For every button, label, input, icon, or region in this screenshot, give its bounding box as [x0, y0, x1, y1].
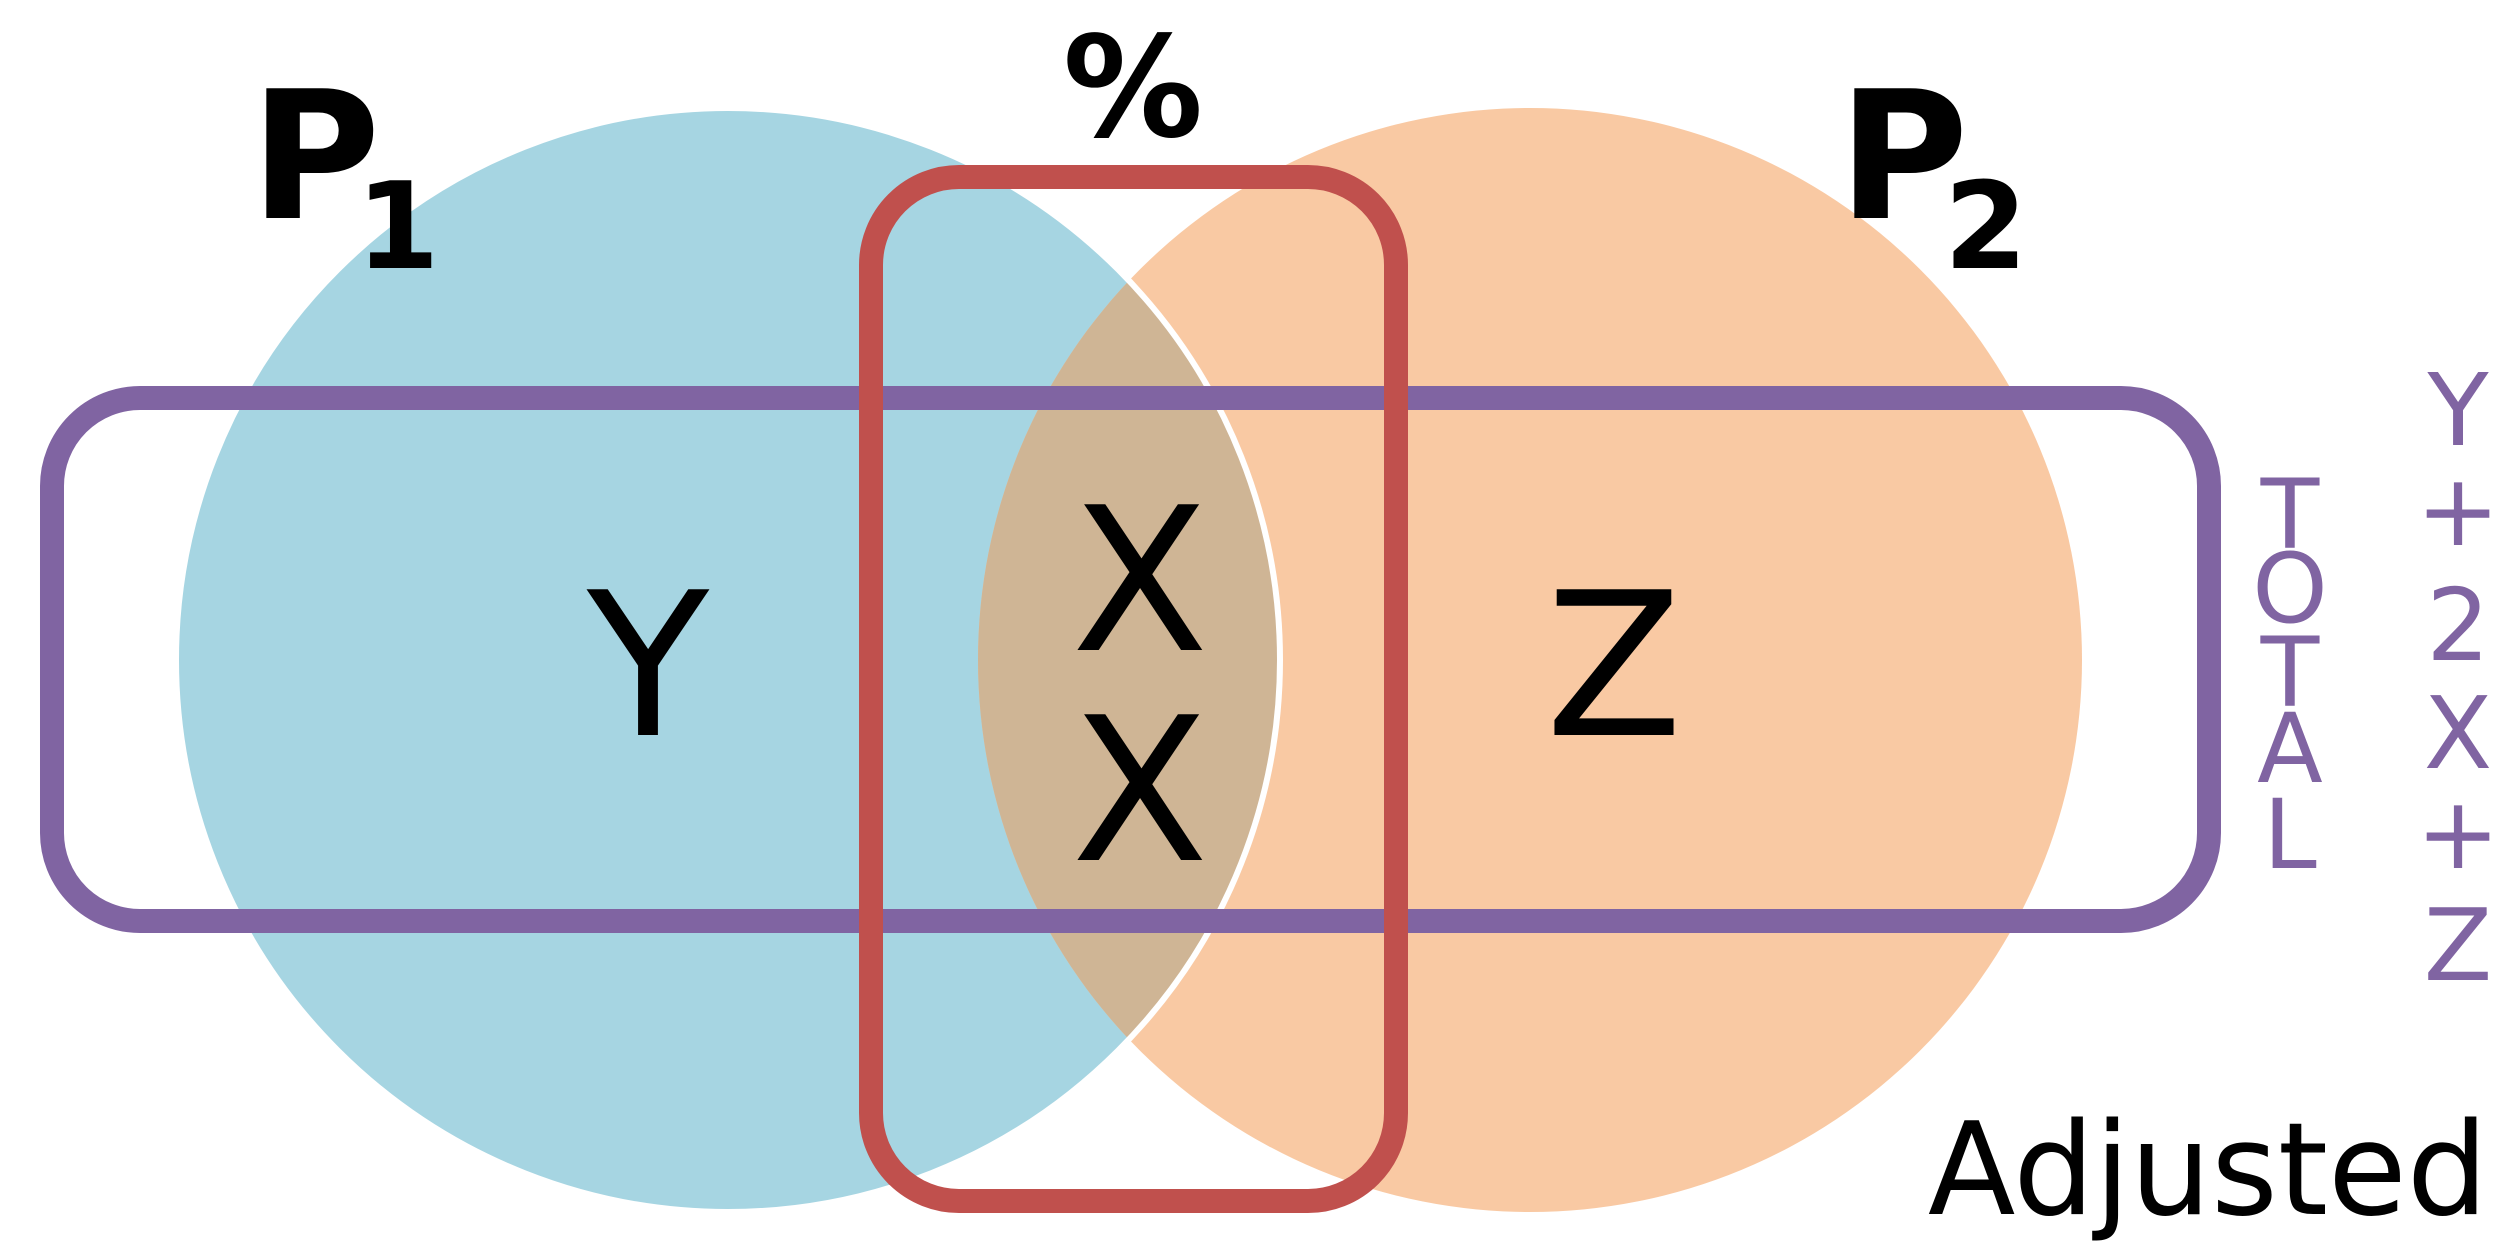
set-p1-letter: P	[250, 53, 380, 260]
region-right-only-label: Z	[1545, 550, 1682, 783]
percent-box	[859, 165, 1408, 1213]
set-p2-label: P	[1838, 53, 1968, 260]
total-formula-char: +	[2416, 775, 2500, 892]
total-label-char: A	[2257, 693, 2323, 805]
total-formula-char: Y	[2426, 352, 2489, 469]
set-p2-circle	[978, 108, 2082, 1212]
set-p1-label: P	[250, 53, 380, 260]
total-formula-char: Z	[2424, 887, 2493, 1004]
total-label: T O T A L	[2252, 459, 2328, 891]
total-formula-char: 2	[2426, 567, 2490, 684]
set-p2-subscript: 2	[1944, 158, 2028, 297]
percent-symbol: %	[1063, 7, 1203, 170]
region-overlap-label-top: X	[1071, 465, 1208, 698]
total-label-char: L	[2263, 779, 2316, 891]
set-p1-subscript: 1	[356, 158, 440, 297]
region-left-only-label: Y	[586, 550, 710, 783]
total-label-char: O	[2252, 533, 2328, 645]
adjusted-note: Adjusted	[1928, 1096, 2488, 1245]
set-p2-letter: P	[1838, 53, 1968, 260]
set-p1-outline	[173, 105, 1283, 1215]
total-formula-char: X	[2424, 675, 2493, 792]
set-p1-circle	[176, 108, 1280, 1212]
total-label-char: T	[2260, 459, 2320, 571]
total-label-char: T	[2260, 617, 2320, 729]
total-formula-char: +	[2416, 452, 2500, 569]
region-overlap-label-bottom: X	[1071, 675, 1208, 908]
total-formula: Y + 2 X + Z	[2416, 352, 2500, 1004]
total-box	[40, 386, 2221, 933]
